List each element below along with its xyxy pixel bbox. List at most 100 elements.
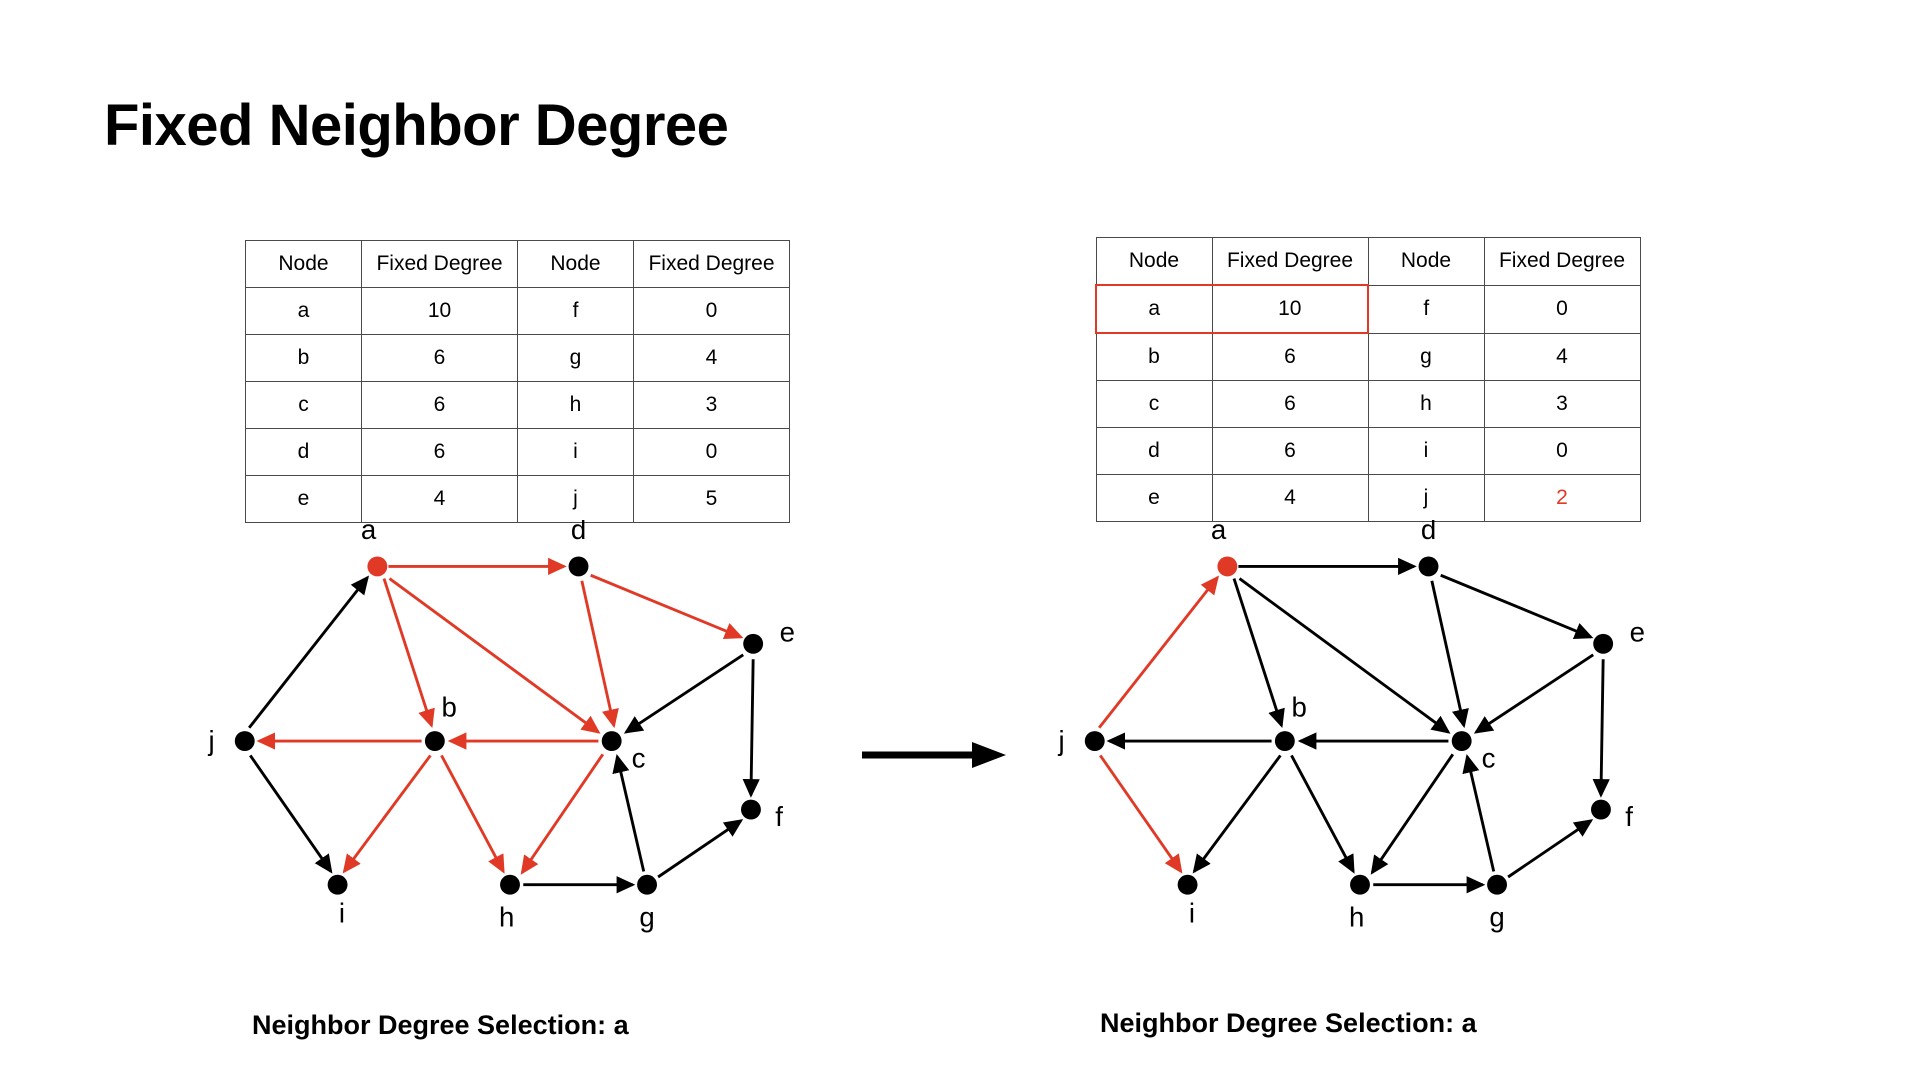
node-label-i: i	[339, 897, 345, 928]
graph-canvas-before: a d e b c j f i h g	[208, 520, 796, 933]
node-label-j: j	[1058, 725, 1065, 756]
cell-node: d	[245, 428, 362, 476]
cell-node: i	[517, 428, 634, 476]
cell-degree: 4	[633, 334, 790, 382]
edge-g-c	[612, 754, 646, 872]
node-c	[601, 731, 622, 751]
edge-b-i	[1192, 754, 1282, 874]
edge-g-f	[657, 819, 744, 879]
node-i	[327, 874, 348, 895]
node-e	[1593, 633, 1614, 654]
node-d	[568, 556, 589, 577]
node-b	[424, 731, 445, 751]
cell-degree: 3	[633, 381, 790, 429]
node-label-e: e	[1630, 617, 1645, 648]
graph-before: a d e b c j f i h g	[150, 520, 870, 940]
edge-d-e	[1440, 573, 1594, 640]
header-node-2: Node	[1367, 237, 1485, 286]
node-label-d: d	[1421, 520, 1436, 545]
cell-degree: 3	[1483, 380, 1641, 428]
cell-node: b	[1095, 332, 1213, 381]
cell-node: h	[1367, 380, 1485, 428]
cell-node: i	[1367, 427, 1485, 475]
cell-node: h	[517, 381, 634, 429]
caption-after: Neighbor Degree Selection: a	[1100, 1008, 1477, 1038]
cell-degree: 4	[1483, 332, 1641, 381]
table-row: c 6 h 3	[245, 381, 790, 429]
node-g	[1487, 874, 1507, 895]
header-node-2: Node	[517, 240, 634, 288]
table-row: b 6 g 4	[1095, 332, 1641, 381]
cell-degree-changed: 2	[1483, 474, 1641, 522]
cell-degree: 5	[633, 475, 790, 523]
node-label-b: b	[441, 692, 456, 723]
node-label-g: g	[1489, 902, 1504, 933]
node-label-a: a	[361, 520, 377, 545]
node-label-j: j	[208, 725, 215, 756]
edge-b-h	[440, 754, 505, 874]
edge-g-c	[1462, 754, 1496, 872]
header-node-1: Node	[1095, 237, 1213, 286]
cell-degree: 6	[1211, 332, 1369, 381]
edge-a-c	[388, 577, 601, 734]
edge-c-h	[520, 753, 605, 875]
node-label-c: c	[1482, 743, 1496, 774]
caption-before: Neighbor Degree Selection: a	[252, 1010, 629, 1040]
node-label-b: b	[1291, 692, 1306, 723]
edge-j-a	[1098, 575, 1220, 729]
cell-node: f	[1367, 284, 1485, 334]
edge-a-b	[1232, 578, 1285, 729]
edge-j-i	[249, 754, 333, 874]
node-i	[1177, 874, 1198, 895]
cell-node: g	[1367, 332, 1485, 381]
node-label-c: c	[632, 743, 646, 774]
edge-j-i	[1099, 754, 1183, 874]
graph-after: a d e b c j f i h g	[1000, 520, 1720, 940]
cell-degree: 6	[361, 334, 518, 382]
cell-degree: 0	[633, 428, 790, 476]
edge-c-h	[1370, 753, 1455, 875]
cell-node: d	[1095, 427, 1213, 475]
edge-d-c	[1430, 580, 1469, 729]
edge-e-c	[623, 653, 745, 734]
node-a	[367, 556, 388, 577]
fixed-degree-table-before: Node Fixed Degree Node Fixed Degree a 10…	[245, 240, 790, 523]
cell-degree: 6	[361, 381, 518, 429]
node-label-e: e	[780, 617, 795, 648]
header-degree-1: Fixed Degree	[361, 240, 518, 288]
header-degree-2: Fixed Degree	[633, 240, 790, 288]
cell-node: j	[1367, 474, 1485, 522]
node-label-i: i	[1189, 897, 1195, 928]
node-h	[500, 874, 520, 895]
edge-a-b	[382, 578, 435, 729]
node-label-g: g	[639, 902, 654, 933]
cell-degree: 6	[361, 428, 518, 476]
cell-node: c	[245, 381, 362, 429]
cell-degree: 6	[1211, 427, 1369, 475]
node-a	[1217, 556, 1238, 577]
cell-node: b	[245, 334, 362, 382]
header-node-1: Node	[245, 240, 362, 288]
table-row-highlighted: a 10 f 0	[1095, 284, 1641, 334]
cell-degree: 4	[361, 475, 518, 523]
graph-nodes	[1084, 556, 1614, 895]
table-row: e 4 j 5	[245, 475, 790, 523]
cell-degree-highlighted: 10	[1211, 284, 1369, 334]
cell-node: g	[517, 334, 634, 382]
node-h	[1350, 874, 1370, 895]
graph-nodes	[234, 556, 764, 895]
table-header-row: Node Fixed Degree Node Fixed Degree	[1095, 237, 1641, 286]
table-header-row: Node Fixed Degree Node Fixed Degree	[245, 240, 790, 288]
node-label-h: h	[499, 902, 514, 933]
fixed-degree-table-after: Node Fixed Degree Node Fixed Degree a 10…	[1095, 237, 1641, 522]
right-arrow-icon	[862, 742, 1006, 768]
cell-degree: 6	[1211, 380, 1369, 428]
node-label-f: f	[775, 801, 783, 832]
cell-node: c	[1095, 380, 1213, 428]
edge-b-h	[1290, 754, 1355, 874]
node-f	[741, 799, 761, 820]
node-d	[1418, 556, 1439, 577]
node-label-f: f	[1625, 801, 1633, 832]
graph-edges	[248, 557, 760, 894]
node-b	[1274, 731, 1295, 751]
